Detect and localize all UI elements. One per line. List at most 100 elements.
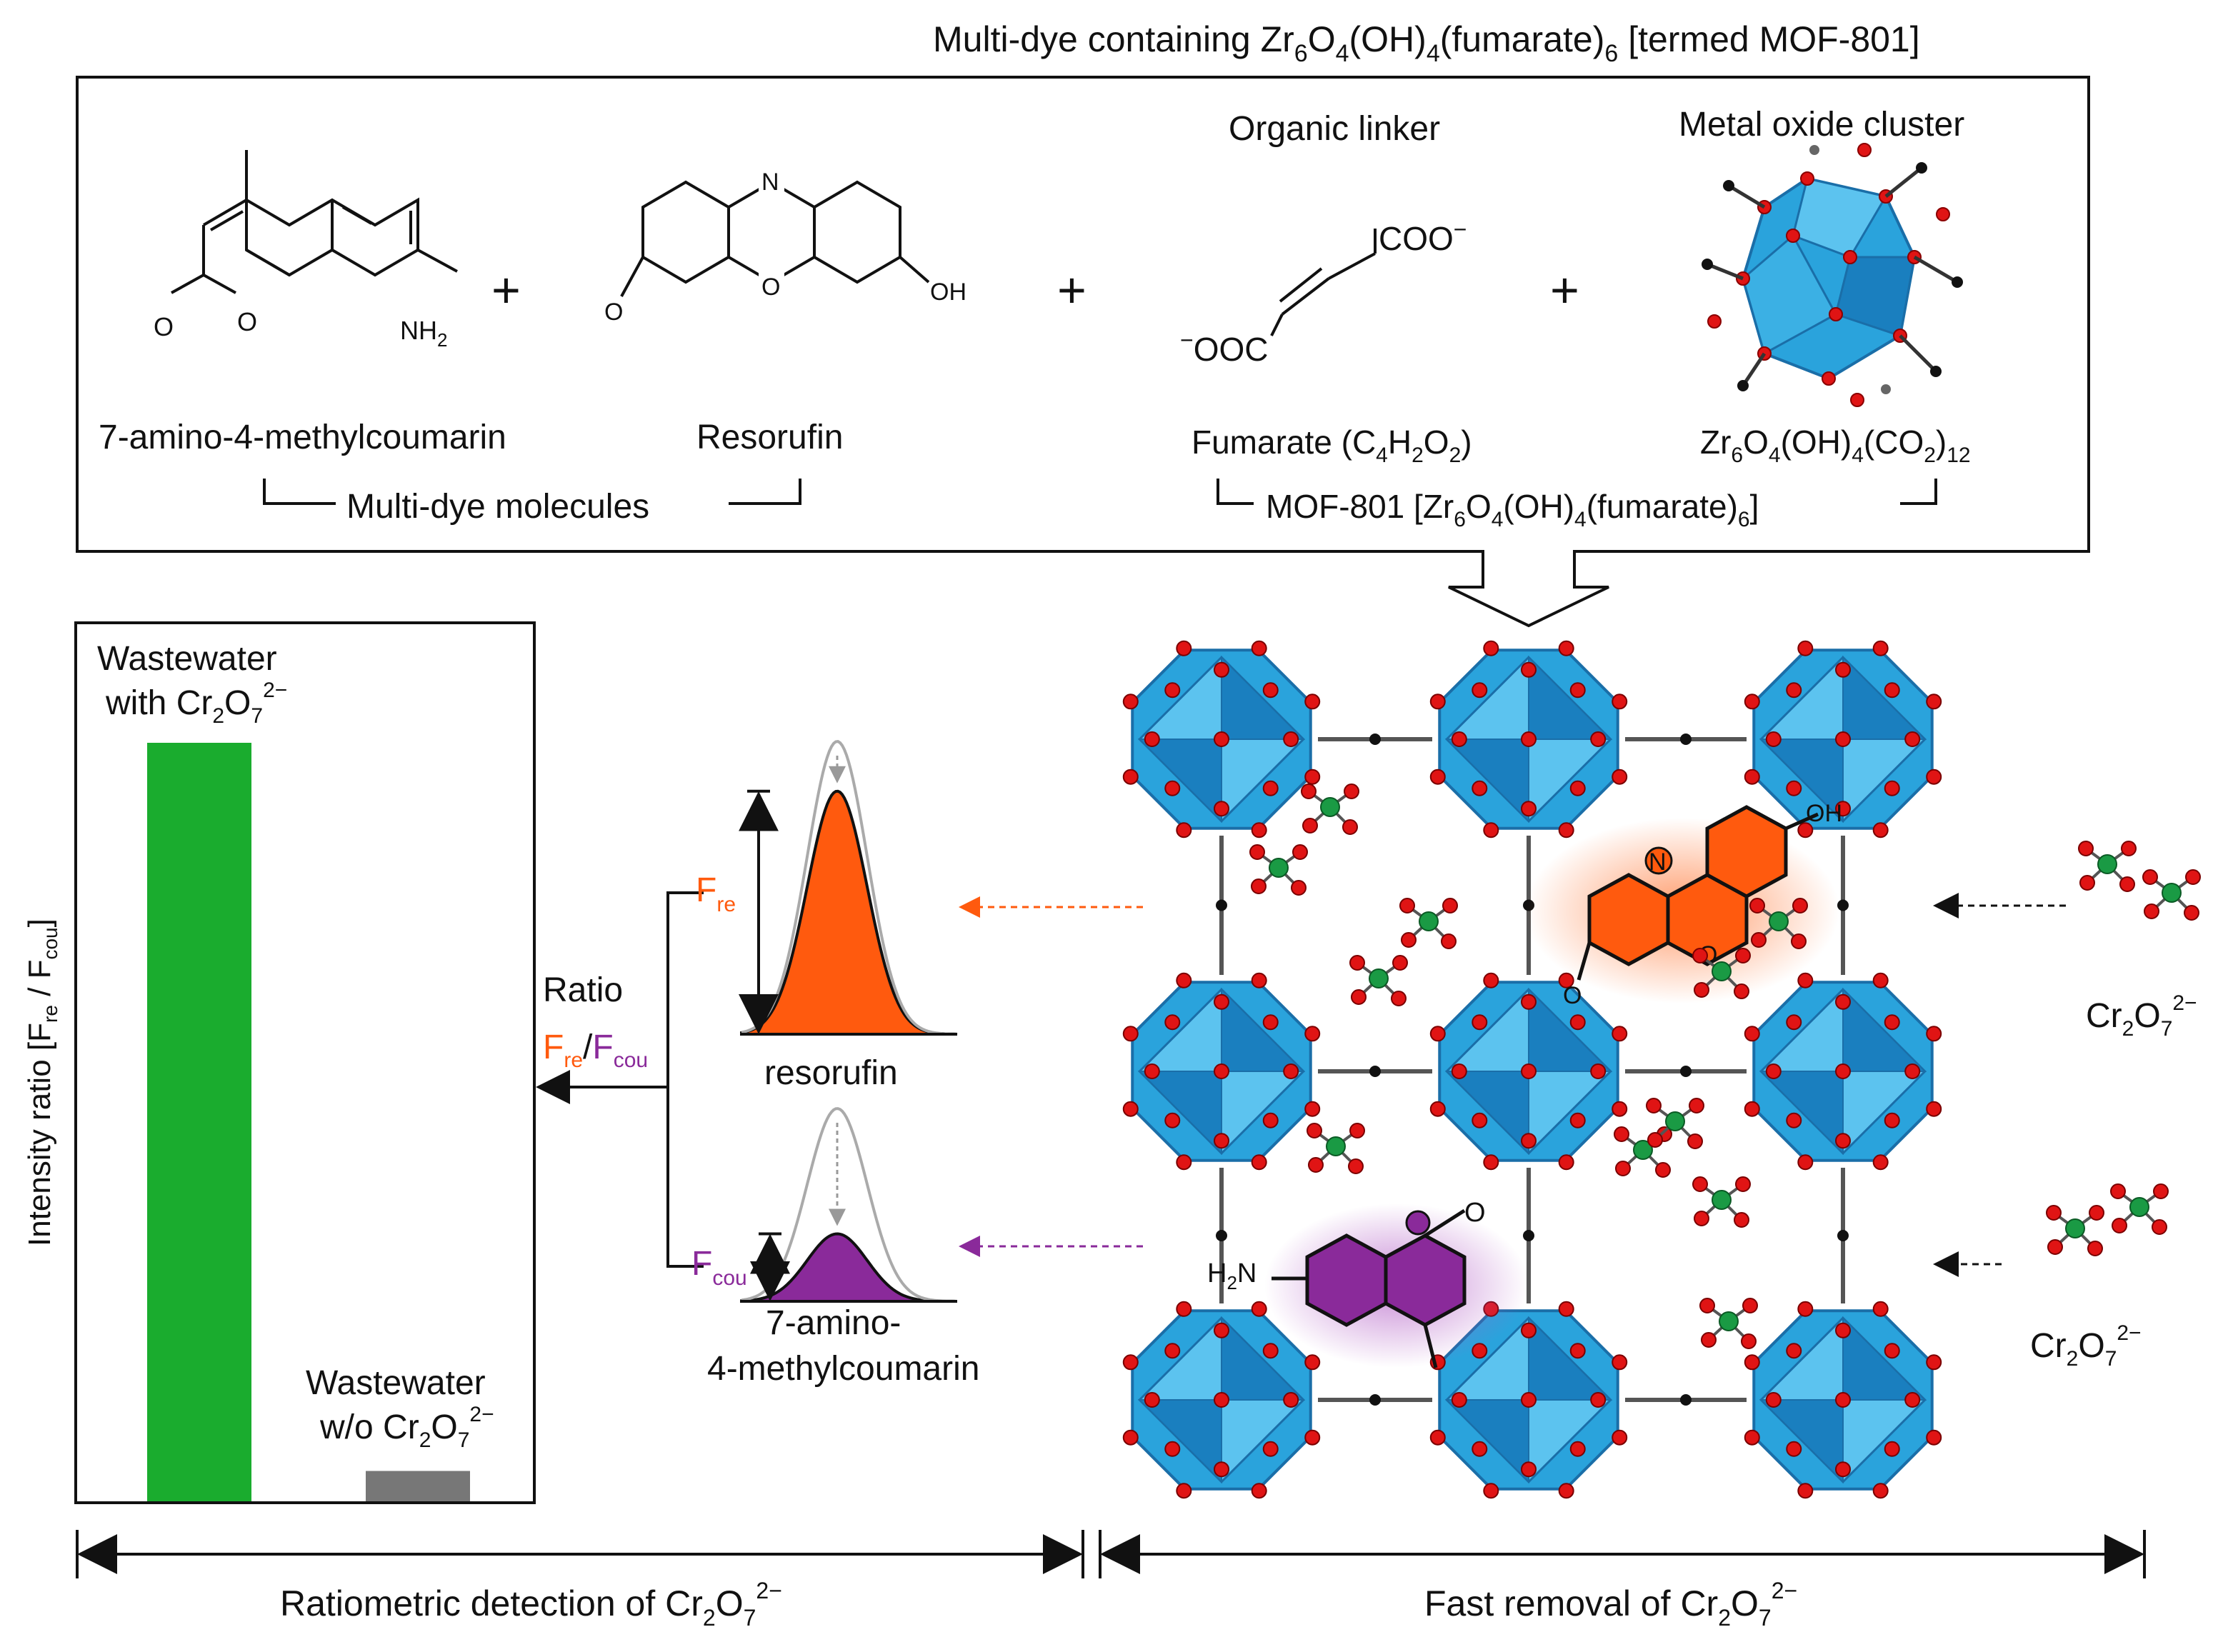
linker-v-1-1-carbon (1523, 1230, 1534, 1241)
linker-h-2-1-carbon (1680, 1394, 1692, 1406)
bar-1 (147, 743, 251, 1501)
coumarin-spectrum-label-1: 7-amino- (766, 1304, 901, 1342)
coumarin-o-carbonyl: O (154, 312, 174, 341)
resorufin-structure (620, 180, 930, 297)
resorufin-spectrum-label: resorufin (764, 1054, 898, 1092)
dichromate-label-top: Cr2O72− (2086, 991, 2197, 1041)
resorufin-o-gap (759, 271, 784, 297)
zr-cluster-0-1 (1429, 640, 1628, 838)
resorufin-n-gap (759, 168, 784, 194)
zr-cluster-0-2 (1744, 640, 1942, 838)
linker-v-0-1-carbon (1216, 1230, 1227, 1241)
coumarin-amine: NH2 (400, 316, 447, 351)
linker-heading: Organic linker (1229, 110, 1440, 148)
linker-ooc: −OOC (1180, 327, 1268, 368)
resorufin-oh: OH (930, 279, 966, 306)
footer-removal-label: Fast removal of Cr2O72− (1424, 1578, 1797, 1631)
cluster-heading: Metal oxide cluster (1679, 106, 1964, 144)
bar-chart-frame (74, 621, 536, 1504)
dichromate-ion-1 (1301, 784, 1359, 835)
coumarin-pore-o-atom (1405, 1210, 1431, 1236)
dichromate-label-bottom: Cr2O72− (2030, 1321, 2142, 1371)
coumarin-in-pore (1272, 1208, 1467, 1368)
bar2-label-line1: Wastewater (306, 1364, 486, 1402)
ratio-bracket (666, 891, 704, 1268)
resorufin-in-pore (1577, 805, 1819, 981)
linker-h-1-0-carbon (1369, 1066, 1381, 1077)
mof-group-label: MOF-801 [Zr6O4(OH)4(fumarate)6] (1266, 488, 1759, 531)
linker-h-0-0-carbon (1369, 734, 1381, 745)
zr-cluster-2-2 (1744, 1301, 1942, 1499)
bar1-label-line2: with Cr2O72− (105, 679, 287, 728)
linker-coo: COO− (1379, 216, 1467, 257)
resorufin-pore-oh: OH (1806, 800, 1842, 827)
linker-name: Fumarate (C4H2O2) (1192, 424, 1472, 467)
fumarate-structure (1270, 229, 1377, 336)
coumarin-pore-amine: H2N (1207, 1258, 1257, 1293)
f-cou-label: Fcou (691, 1245, 747, 1290)
zr-cluster-1-1 (1429, 972, 1628, 1171)
footer-detection-label: Ratiometric detection of Cr2O72− (280, 1578, 782, 1631)
coumarin-structure (171, 150, 458, 294)
dye-group-bracket (263, 479, 801, 505)
linker-h-2-0-carbon (1369, 1394, 1381, 1406)
dye1-name: 7-amino-4-methylcoumarin (99, 419, 506, 456)
dichromate-ion-14 (2110, 1183, 2169, 1235)
dichromate-ion-4 (1349, 955, 1408, 1006)
metal-oxide-cluster-icon (1702, 143, 1963, 407)
mof-801-lattice (1122, 640, 1942, 1499)
zr-cluster-1-2 (1744, 972, 1942, 1171)
dichromate-ion-3 (1399, 898, 1458, 949)
bar2-label-line2: w/o Cr2O72− (319, 1403, 494, 1452)
resorufin-pore-n-atom (1644, 846, 1673, 875)
linker-h-1-1-carbon (1680, 1066, 1692, 1077)
dichromate-ion-15 (1699, 1298, 1758, 1349)
f-re-label: Fre (696, 871, 736, 916)
coumarin-spectrum-label-2: 4-methylcoumarin (707, 1350, 979, 1388)
cluster-formula: Zr6O4(OH)4(CO2)12 (1700, 424, 1971, 467)
dichromate-ions (1249, 784, 2201, 1349)
linker-v-2-1-carbon (1837, 1230, 1849, 1241)
mof-group-bracket (1217, 479, 1937, 505)
dye-group-label: Multi-dye molecules (346, 488, 649, 526)
coumarin-o-ring: O (237, 307, 257, 336)
bar-chart-bars (147, 743, 470, 1501)
dichromate-ion-6 (1749, 898, 1808, 949)
zr-cluster-1-0 (1122, 972, 1321, 1171)
dichromate-ion-10 (1692, 1176, 1751, 1228)
dichromate-ion-13 (2046, 1205, 2104, 1256)
linker-v-0-0-carbon (1216, 899, 1227, 911)
linker-v-2-0-carbon (1837, 899, 1849, 911)
resorufin-o-ring: O (761, 274, 780, 301)
coumarin-pore-o: O (1464, 1198, 1486, 1228)
linker-h-0-1-carbon (1680, 734, 1692, 745)
dichromate-ion-11 (2078, 841, 2137, 892)
resorufin-o-carbonyl: O (604, 299, 623, 326)
dichromate-ion-7 (1307, 1123, 1365, 1174)
plus-sign-2: + (1057, 262, 1086, 318)
bar-2 (366, 1471, 470, 1501)
ratio-formula: Fre/Fcou (543, 1028, 648, 1072)
figure-title: Multi-dye containing Zr6O4(OH)4(fumarate… (933, 19, 1920, 67)
resorufin-pore-n: N (1649, 848, 1667, 876)
bar-chart-ylabel: Intensity ratio [Fre / Fcou] (22, 918, 61, 1246)
zr-cluster-0-0 (1122, 640, 1321, 838)
plus-sign-1: + (491, 262, 521, 318)
bar1-label-line1: Wastewater (97, 640, 277, 678)
ratio-label: Ratio (543, 971, 623, 1009)
dye2-name: Resorufin (696, 419, 843, 456)
resorufin-peak (740, 789, 958, 1036)
zr-cluster-2-0 (1122, 1301, 1321, 1499)
components-panel-border (76, 76, 2090, 628)
coumarin-peak (740, 1232, 957, 1303)
plus-sign-3: + (1550, 262, 1579, 318)
emission-spectra (739, 740, 958, 1303)
dichromate-ion-12 (2142, 869, 2201, 921)
dichromate-ion-5 (1692, 948, 1751, 999)
dichromate-ion-8 (1614, 1126, 1672, 1178)
resorufin-n: N (761, 169, 779, 196)
zr-cluster-2-1 (1429, 1301, 1628, 1499)
dichromate-ion-9 (1646, 1098, 1704, 1149)
resorufin-pore-carbonyl: O (1563, 982, 1582, 1009)
